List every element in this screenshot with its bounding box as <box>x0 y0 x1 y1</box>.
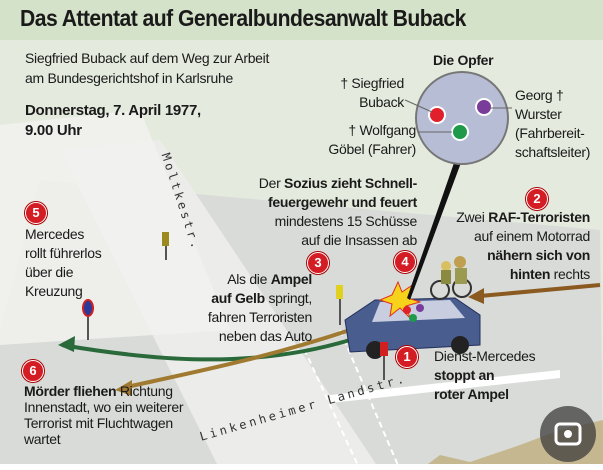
page-title: Das Attentat auf Generalbundesanwalt Bub… <box>20 5 466 31</box>
text-line: roter Ampel <box>434 386 509 402</box>
step-number-3: 3 <box>307 252 329 274</box>
sidewalk <box>0 110 230 345</box>
no-parking-sign <box>82 299 94 340</box>
magnifier-handle <box>407 160 462 300</box>
victim-wurster: Georg † Wurster (Fahrbereit-schaftsleiter) <box>515 86 590 162</box>
title-bar <box>0 0 603 40</box>
step-number-6: 6 <box>22 360 44 382</box>
magnifier-victims <box>404 71 512 165</box>
text-line: Als die <box>227 271 271 287</box>
text-line: hinten <box>509 266 551 282</box>
text-line: nähern sich von <box>487 247 590 263</box>
text-line: Terrorist mit Fluchtwagen <box>24 415 173 431</box>
step-number-2: 2 <box>526 188 548 210</box>
text-line: Mercedes <box>25 226 85 242</box>
text-line: rollt führerlos <box>25 245 102 261</box>
step-number-1: 1 <box>396 346 418 368</box>
subtitle-line: Siegfried Buback auf dem Weg zur Arbeit <box>25 50 270 66</box>
text-line: Sozius zieht Schnell- <box>284 175 417 191</box>
text-line: Dienst-Mercedes <box>434 348 536 364</box>
mercedes-path-arrow <box>61 338 351 362</box>
arrowhead <box>115 380 132 396</box>
text-line: Richtung <box>116 383 173 399</box>
text-line: rechts <box>550 266 591 282</box>
lane-marking <box>339 329 401 470</box>
victim-role: schaftsleiter) <box>515 144 591 160</box>
text-line: RAF-Terroristen <box>488 209 590 225</box>
step-number-5: 5 <box>25 202 47 224</box>
text-line: wartet <box>24 431 61 447</box>
text-line: mindestens 15 Schüsse <box>274 213 418 229</box>
text-line: Mörder fliehen <box>24 383 117 399</box>
arrowhead <box>468 288 484 304</box>
text-line: über die <box>25 264 74 280</box>
victim-name: Buback <box>359 94 404 110</box>
text-line: auf einem Motorrad <box>474 228 590 244</box>
step-number-4: 4 <box>394 251 416 273</box>
step-2-text: Zwei RAF-Terroristen auf einem Motorrad nä… <box>430 208 590 284</box>
camera-icon <box>554 422 582 446</box>
victim-role: (Fahrbereit- <box>515 125 585 141</box>
victim-name: Göbel (Fahrer) <box>328 141 416 157</box>
lane-marking <box>299 339 361 470</box>
text-line: Zwei <box>456 209 489 225</box>
text-line: Kreuzung <box>25 283 83 299</box>
text-line: feuergewehr und feuert <box>268 194 417 210</box>
text-line: auf die Insassen ab <box>301 232 417 248</box>
victims-heading: Die Opfer <box>433 52 494 68</box>
step-3-text: Als die Ampel auf Gelb springt, fahren Ter… <box>172 270 312 346</box>
lens-search-button[interactable] <box>540 406 596 462</box>
step-1-text: Dienst-Mercedes stoppt an roter Ampel <box>434 347 536 404</box>
motorcycle-riders <box>430 256 472 300</box>
text-line: neben das Auto <box>218 328 312 344</box>
text-line: stoppt an <box>434 367 495 383</box>
traffic-light <box>336 285 343 325</box>
step-4-text: Der Sozius zieht Schnell-feuergewehr und… <box>217 174 418 250</box>
text-line: Ampel <box>270 271 313 287</box>
traffic-light <box>380 342 388 380</box>
stop-line <box>330 370 560 403</box>
date-line: Donnerstag, 7. April 1977, <box>25 102 201 119</box>
text-line: Der <box>258 175 285 191</box>
text-line: auf Gelb <box>211 290 265 306</box>
text-line: fahren Terroristen <box>207 309 312 325</box>
escape-path-arrow <box>121 328 351 390</box>
arrowhead <box>58 336 75 352</box>
victim-name: † Wolfgang <box>348 122 416 138</box>
victim-name: Wurster <box>515 106 562 122</box>
text-line: springt, <box>264 290 312 306</box>
traffic-light <box>162 232 169 260</box>
motorcycle-approach-arrow <box>479 283 601 298</box>
date-line: 9.00 Uhr <box>25 122 82 139</box>
victim-name: † Siegfried <box>340 75 404 91</box>
text-line: Innenstadt, wo ein weiterer <box>24 399 184 415</box>
subtitle-line: am Bundesgerichtshof in Karlsruhe <box>25 70 233 86</box>
victim-name: Georg † <box>515 87 564 103</box>
bottom-strip <box>0 464 603 470</box>
